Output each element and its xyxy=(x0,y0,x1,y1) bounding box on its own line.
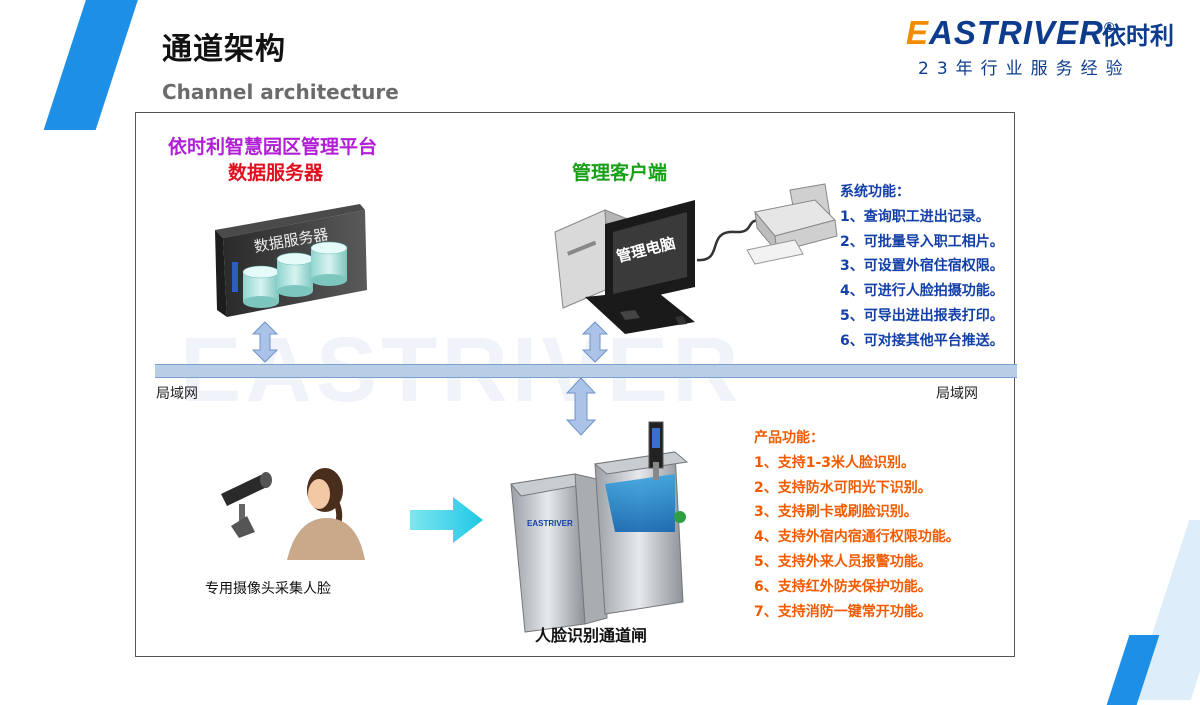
server-lan-arrow xyxy=(251,321,279,363)
page-title: 通道架构 xyxy=(162,32,286,67)
system-functions-list: 系统功能： 1、查询职工进出记录。 2、可批量导入职工相片。 3、可设置外宿住宿… xyxy=(840,180,1004,354)
person-icon xyxy=(287,468,365,560)
list-item: 4、支持外宿内宿通行权限功能。 xyxy=(754,529,960,546)
product-functions-heading: 产品功能： xyxy=(754,430,824,446)
system-functions-heading: 系统功能： xyxy=(840,184,910,200)
product-functions-list: 产品功能： 1、支持1-3米人脸识别。 2、支持防水可阳光下识别。 3、支持刷卡… xyxy=(754,426,960,624)
logo-tagline: 23年行业服务经验 xyxy=(918,59,1131,79)
gate-caption: 人脸识别通道闸 xyxy=(535,626,648,645)
list-item: 6、支持红外防夹保护功能。 xyxy=(754,578,932,595)
gate-brand-label: EASTRIVER xyxy=(527,519,573,528)
server-icon xyxy=(215,204,367,317)
gate-lan-arrow xyxy=(565,377,597,436)
list-item: 2、可批量导入职工相片。 xyxy=(840,233,1004,250)
server-title: 数据服务器 xyxy=(228,162,324,184)
logo-chinese-name: 依时利 xyxy=(1102,22,1174,50)
list-item: 1、支持1-3米人脸识别。 xyxy=(754,454,916,471)
list-item: 6、可对接其他平台推送。 xyxy=(840,332,1004,349)
camera-icon xyxy=(221,472,272,538)
list-item: 5、支持外来人员报警功能。 xyxy=(754,553,932,570)
lan-label-right: 局域网 xyxy=(936,386,978,402)
list-item: 5、可导出进出报表打印。 xyxy=(840,307,1004,324)
client-lan-arrow xyxy=(581,321,609,363)
decorative-stripe-top-left xyxy=(43,0,145,130)
list-item: 7、支持消防一键常开功能。 xyxy=(754,603,932,620)
list-item: 3、可设置外宿住宿权限。 xyxy=(840,258,1004,275)
list-item: 4、可进行人脸拍摄功能。 xyxy=(840,283,1004,300)
list-item: 1、查询职工进出记录。 xyxy=(840,208,990,225)
list-item: 2、支持防水可阳光下识别。 xyxy=(754,479,932,496)
client-title: 管理客户端 xyxy=(572,162,668,184)
printer-icon xyxy=(746,183,838,265)
page-subtitle: Channel architecture xyxy=(162,80,399,104)
diagram-graphics: 数据服务器 管理电脑 xyxy=(215,183,838,633)
list-item: 3、支持刷卡或刷脸识别。 xyxy=(754,504,918,521)
printer-cable xyxy=(696,218,761,262)
lan-bus-line xyxy=(155,364,1017,378)
camera-caption: 专用摄像头采集人脸 xyxy=(205,581,331,597)
company-logo: EASTRIVER® 依时利 23年行业服务经验 xyxy=(906,14,1186,80)
logo-wordmark: EASTRIVER® xyxy=(906,14,1116,51)
platform-title: 依时利智慧园区管理平台 xyxy=(168,136,378,158)
turnstile-gate-icon: EASTRIVER xyxy=(510,421,689,633)
computer-icon xyxy=(554,200,695,334)
lan-label-left: 局域网 xyxy=(156,386,198,402)
flow-arrow xyxy=(410,497,483,543)
